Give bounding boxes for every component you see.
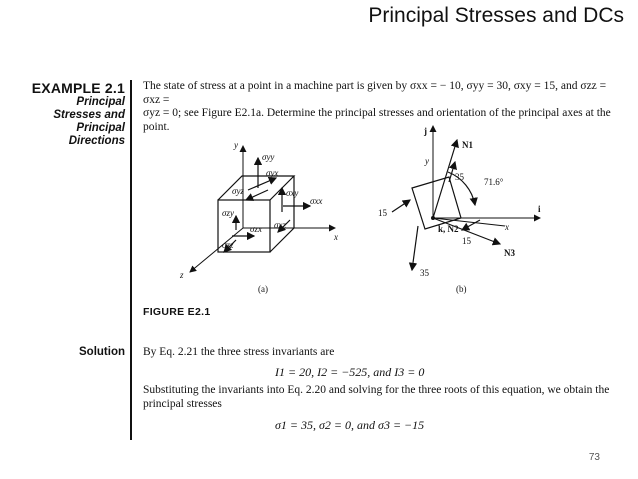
axis-label-xb: x <box>504 222 509 232</box>
example-subtitle-3: Principal <box>76 122 125 134</box>
example-subtitle-4: Directions <box>68 135 125 147</box>
example-subtitle-2: Stresses and <box>53 109 125 121</box>
label-syx: σyx <box>266 168 278 178</box>
panel-b-origin <box>431 216 435 220</box>
panel-b-arrows <box>391 138 502 272</box>
axis-label-z: z <box>179 270 184 280</box>
panel-a-labels: y x z σyy σyx σyz σxy σxx σxz σzy σzx σz… <box>179 140 338 294</box>
panel-a-stress-arrows <box>223 156 312 253</box>
solution-line-1: Substituting the invariants into Eq. 2.2… <box>143 384 610 396</box>
principal-stresses-equation: σ1 = 35, σ2 = 0, and σ3 = −15 <box>275 418 425 432</box>
example-label: EXAMPLE 2.1 <box>31 80 125 96</box>
solution-paragraph: Substituting the invariants into Eq. 2.2… <box>143 384 613 411</box>
solution-intro: By Eq. 2.21 the three stress invariants … <box>143 346 335 358</box>
solution-label: Solution <box>79 346 125 358</box>
axis-label-yb: y <box>424 156 429 166</box>
axis-label-x: x <box>333 232 338 242</box>
panel-a-label: (a) <box>258 284 268 294</box>
label-sxx: σxx <box>310 196 322 206</box>
section-divider <box>130 80 132 440</box>
problem-line-2: σyz = 0; see Figure E2.1a. Determine the… <box>143 107 611 133</box>
label-szx: σzx <box>250 224 262 234</box>
figure-caption: FIGURE E2.1 <box>143 306 211 318</box>
panel-a-axes <box>189 145 336 273</box>
axis-label-j: j <box>423 126 427 136</box>
label-syy: σyy <box>262 152 274 162</box>
label-szz: σzz <box>222 240 234 250</box>
value-15-right: 15 <box>462 236 472 246</box>
page-number: 73 <box>588 452 600 463</box>
value-15-left: 15 <box>378 208 388 218</box>
problem-statement: The state of stress at a point in a mach… <box>143 80 613 134</box>
axis-label-y: y <box>233 140 238 150</box>
axis-label-i: i <box>538 204 541 214</box>
panel-b-axes <box>429 125 541 227</box>
point-label: k, N2 <box>438 224 459 234</box>
example-heading: EXAMPLE 2.1 Principal Stresses and Princ… <box>30 80 125 148</box>
solution-line-2: principal stresses <box>143 397 222 410</box>
panel-b-labels: j i x y N1 N3 71.6° k, N2 35 35 15 15 (b… <box>378 126 541 294</box>
label-sxz: σxz <box>274 220 286 230</box>
label-syz: σyz <box>232 186 244 196</box>
normal-n3: N3 <box>504 248 515 258</box>
value-35-bottom: 35 <box>420 268 430 278</box>
label-szy: σzy <box>222 208 234 218</box>
angle-label: 71.6° <box>484 177 504 187</box>
example-subtitle-1: Principal <box>76 96 125 108</box>
panel-b-label: (b) <box>456 284 467 294</box>
normal-n1: N1 <box>462 140 473 150</box>
panel-b-element <box>411 176 462 230</box>
invariants-equation: I1 = 20, I2 = −525, and I3 = 0 <box>275 365 425 379</box>
label-sxy: σxy <box>286 188 298 198</box>
slide-title: Principal Stresses and DCs <box>368 4 624 27</box>
problem-line-1: The state of stress at a point in a mach… <box>143 80 607 106</box>
value-35-top: 35 <box>455 172 465 182</box>
